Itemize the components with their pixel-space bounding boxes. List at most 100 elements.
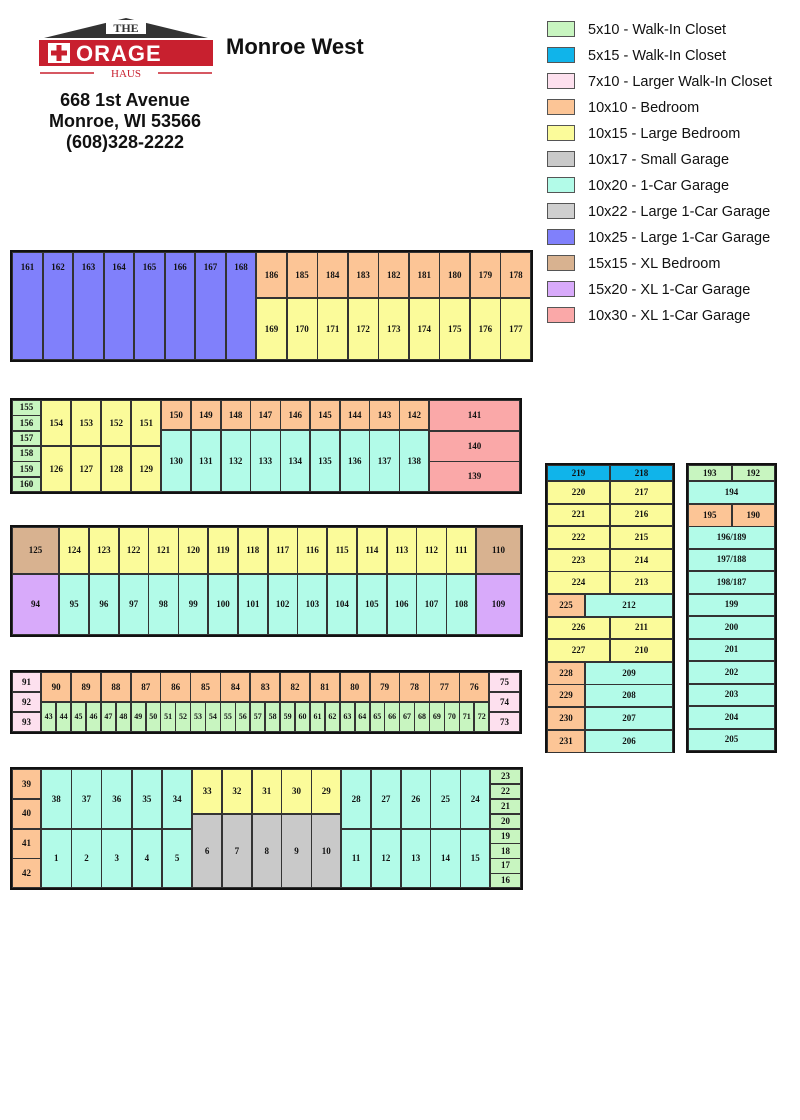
storage-unit[interactable]: 198/187 bbox=[688, 571, 775, 594]
storage-unit[interactable]: 49 bbox=[130, 702, 146, 732]
storage-unit[interactable]: 226 bbox=[547, 616, 610, 640]
storage-unit[interactable]: 9 bbox=[281, 814, 312, 888]
storage-unit[interactable]: 224 bbox=[547, 571, 610, 595]
storage-unit[interactable]: 98 bbox=[148, 574, 179, 635]
storage-unit[interactable]: 69 bbox=[429, 702, 445, 732]
storage-unit[interactable]: 88 bbox=[100, 672, 131, 702]
storage-unit[interactable]: 47 bbox=[100, 702, 117, 732]
storage-unit[interactable]: 21 bbox=[490, 798, 521, 815]
storage-unit[interactable]: 136 bbox=[339, 430, 370, 492]
storage-unit[interactable]: 104 bbox=[327, 574, 358, 635]
storage-unit[interactable]: 94 bbox=[12, 574, 59, 635]
storage-unit[interactable]: 220 bbox=[547, 481, 610, 504]
storage-unit[interactable]: 203 bbox=[688, 683, 775, 707]
storage-unit[interactable]: 115 bbox=[327, 527, 358, 574]
storage-unit[interactable]: 54 bbox=[205, 702, 221, 732]
storage-unit[interactable]: 106 bbox=[386, 574, 417, 635]
storage-unit[interactable]: 130 bbox=[161, 430, 192, 492]
storage-unit[interactable]: 17 bbox=[490, 858, 521, 874]
storage-unit[interactable]: 127 bbox=[71, 446, 102, 492]
storage-unit[interactable]: 93 bbox=[12, 712, 41, 733]
storage-unit[interactable]: 213 bbox=[610, 571, 673, 595]
storage-unit[interactable]: 20 bbox=[490, 813, 521, 829]
storage-unit[interactable]: 4 bbox=[131, 829, 163, 888]
storage-unit[interactable]: 144 bbox=[339, 400, 370, 430]
storage-unit[interactable]: 73 bbox=[489, 712, 520, 733]
storage-unit[interactable]: 65 bbox=[369, 702, 385, 732]
storage-unit[interactable]: 12 bbox=[370, 829, 401, 888]
storage-unit[interactable]: 31 bbox=[251, 769, 282, 814]
storage-unit[interactable]: 18 bbox=[490, 843, 521, 859]
storage-unit[interactable]: 161 bbox=[12, 252, 43, 360]
storage-unit[interactable]: 223 bbox=[547, 548, 610, 572]
storage-unit[interactable]: 36 bbox=[101, 769, 132, 829]
storage-unit[interactable]: 179 bbox=[469, 252, 501, 298]
storage-unit[interactable]: 197/188 bbox=[688, 548, 775, 572]
storage-unit[interactable]: 45 bbox=[70, 702, 87, 732]
storage-unit[interactable]: 29 bbox=[311, 769, 342, 814]
storage-unit[interactable]: 102 bbox=[267, 574, 298, 635]
storage-unit[interactable]: 165 bbox=[134, 252, 165, 360]
storage-unit[interactable]: 221 bbox=[547, 503, 610, 527]
storage-unit[interactable]: 185 bbox=[286, 252, 318, 298]
storage-unit[interactable]: 219 bbox=[547, 465, 610, 481]
storage-unit[interactable]: 162 bbox=[42, 252, 74, 360]
storage-unit[interactable]: 51 bbox=[160, 702, 176, 732]
storage-unit[interactable]: 207 bbox=[585, 707, 673, 730]
storage-unit[interactable]: 164 bbox=[103, 252, 135, 360]
storage-unit[interactable]: 169 bbox=[256, 298, 287, 360]
storage-unit[interactable]: 125 bbox=[12, 527, 59, 574]
storage-unit[interactable]: 218 bbox=[610, 465, 673, 481]
storage-unit[interactable]: 145 bbox=[309, 400, 341, 430]
storage-unit[interactable]: 201 bbox=[688, 638, 775, 662]
storage-unit[interactable]: 42 bbox=[12, 858, 41, 889]
storage-unit[interactable]: 14 bbox=[430, 829, 461, 888]
storage-unit[interactable]: 82 bbox=[279, 672, 311, 702]
storage-unit[interactable]: 99 bbox=[178, 574, 209, 635]
storage-unit[interactable]: 60 bbox=[294, 702, 311, 732]
storage-unit[interactable]: 123 bbox=[88, 527, 119, 574]
storage-unit[interactable]: 87 bbox=[130, 672, 161, 702]
storage-unit[interactable]: 160 bbox=[12, 476, 41, 493]
storage-unit[interactable]: 103 bbox=[297, 574, 328, 635]
storage-unit[interactable]: 3 bbox=[101, 829, 132, 888]
storage-unit[interactable]: 118 bbox=[237, 527, 268, 574]
storage-unit[interactable]: 101 bbox=[237, 574, 268, 635]
storage-unit[interactable]: 230 bbox=[547, 707, 585, 730]
storage-unit[interactable]: 215 bbox=[610, 526, 673, 549]
storage-unit[interactable]: 229 bbox=[547, 684, 585, 708]
storage-unit[interactable]: 126 bbox=[41, 446, 72, 492]
storage-unit[interactable]: 199 bbox=[688, 593, 775, 617]
storage-unit[interactable]: 55 bbox=[220, 702, 236, 732]
storage-unit[interactable]: 59 bbox=[279, 702, 296, 732]
storage-unit[interactable]: 195 bbox=[688, 503, 732, 527]
storage-unit[interactable]: 186 bbox=[256, 252, 287, 298]
storage-unit[interactable]: 48 bbox=[115, 702, 131, 732]
storage-unit[interactable]: 27 bbox=[370, 769, 401, 829]
storage-unit[interactable]: 114 bbox=[356, 527, 388, 574]
storage-unit[interactable]: 206 bbox=[585, 729, 673, 753]
storage-unit[interactable]: 23 bbox=[490, 769, 521, 785]
storage-unit[interactable]: 63 bbox=[339, 702, 355, 732]
storage-unit[interactable]: 85 bbox=[190, 672, 221, 702]
storage-unit[interactable]: 8 bbox=[251, 814, 282, 888]
storage-unit[interactable]: 26 bbox=[400, 769, 431, 829]
storage-unit[interactable]: 159 bbox=[12, 461, 41, 478]
storage-unit[interactable]: 143 bbox=[369, 400, 400, 430]
storage-unit[interactable]: 117 bbox=[267, 527, 298, 574]
storage-unit[interactable]: 79 bbox=[369, 672, 400, 702]
storage-unit[interactable]: 122 bbox=[118, 527, 149, 574]
storage-unit[interactable]: 209 bbox=[585, 661, 673, 685]
storage-unit[interactable]: 171 bbox=[317, 298, 349, 360]
storage-unit[interactable]: 92 bbox=[12, 692, 41, 713]
storage-unit[interactable]: 166 bbox=[164, 252, 196, 360]
storage-unit[interactable]: 149 bbox=[190, 400, 221, 430]
storage-unit[interactable]: 216 bbox=[610, 503, 673, 527]
storage-unit[interactable]: 19 bbox=[490, 828, 521, 844]
storage-unit[interactable]: 168 bbox=[225, 252, 257, 360]
storage-unit[interactable]: 231 bbox=[547, 729, 585, 753]
storage-unit[interactable]: 58 bbox=[265, 702, 281, 732]
storage-unit[interactable]: 133 bbox=[250, 430, 281, 492]
storage-unit[interactable]: 228 bbox=[547, 661, 585, 685]
storage-unit[interactable]: 141 bbox=[429, 400, 520, 432]
